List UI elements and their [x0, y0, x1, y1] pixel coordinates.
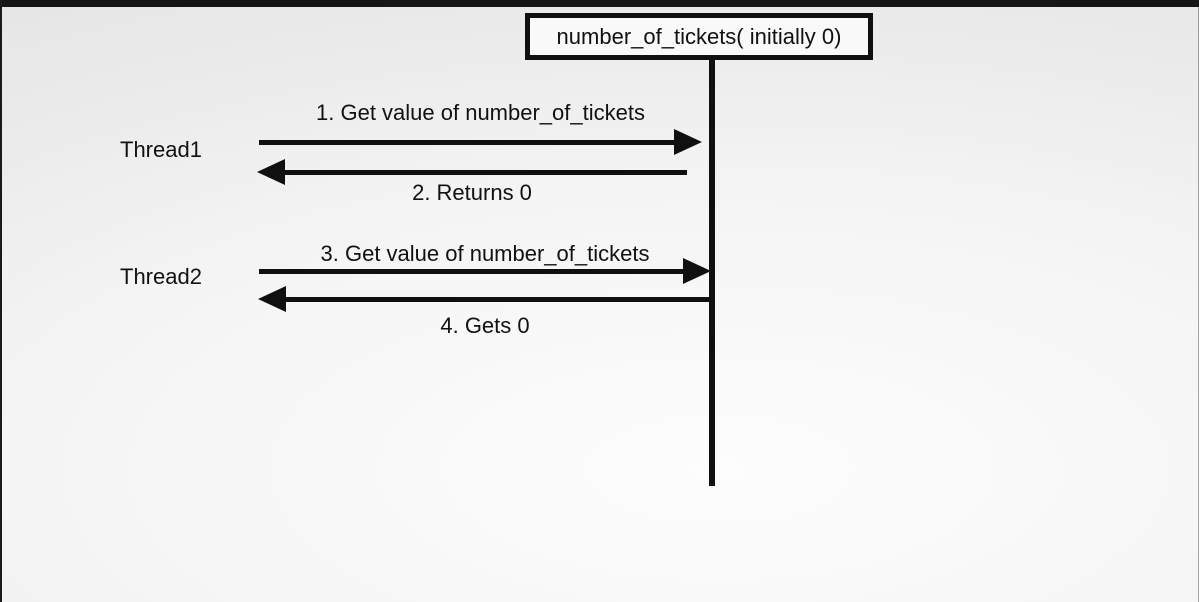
arrow-right-icon [674, 129, 702, 155]
message-2-arrow-left [257, 159, 687, 185]
message-2-arrow-shaft [285, 169, 687, 175]
arrow-right-icon [683, 258, 711, 284]
message-1-label: 1. Get value of number_of_tickets [316, 100, 645, 125]
window-left-edge [0, 0, 2, 602]
message-1-arrow-right [259, 129, 702, 155]
message-3-arrow-shaft [259, 268, 683, 274]
message-2-label: 2. Returns 0 [412, 180, 532, 205]
arrow-left-icon [258, 286, 286, 312]
message-3-label: 3. Get value of number_of_tickets [320, 241, 650, 266]
actor-thread2: Thread2 [120, 264, 202, 289]
lifeline [709, 60, 715, 486]
actor-thread1: Thread1 [120, 137, 202, 162]
message-4-label: 4. Gets 0 [440, 313, 530, 338]
message-1-arrow-shaft [259, 139, 674, 145]
shared-variable-label: number_of_tickets( initially 0) [556, 23, 842, 49]
message-3-arrow-right [259, 258, 711, 284]
window-top-edge [0, 0, 1199, 7]
shared-variable-box: number_of_tickets( initially 0) [525, 13, 873, 60]
message-4-arrow-left [258, 286, 712, 312]
message-4-arrow-shaft [286, 296, 712, 302]
arrow-left-icon [257, 159, 285, 185]
